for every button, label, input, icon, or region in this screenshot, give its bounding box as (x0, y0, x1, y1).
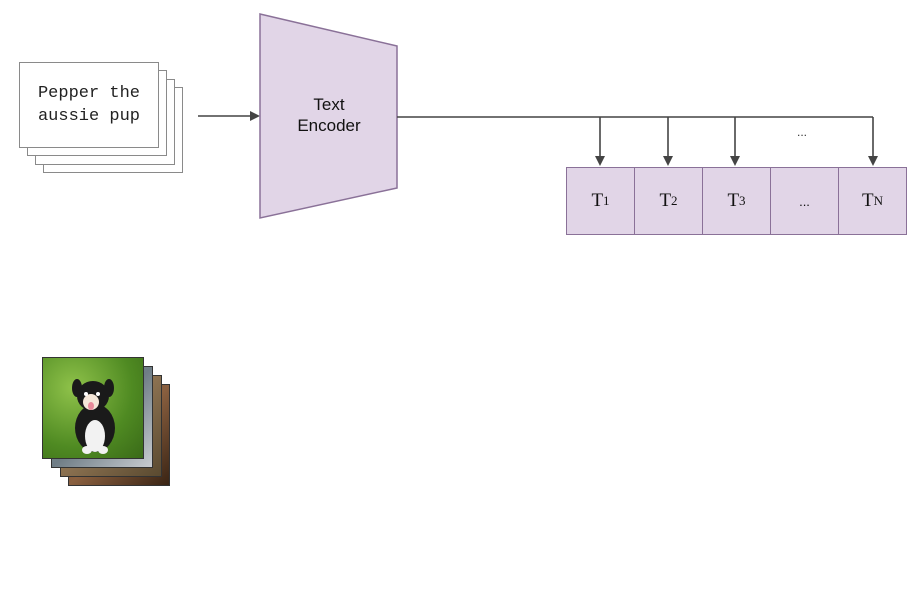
token-ellipsis: ... (770, 167, 839, 235)
text-encoder-label: Text Encoder (297, 95, 361, 135)
caption-text: Pepper the aussie pup (37, 84, 141, 126)
arrow-ellipsis: ... (796, 125, 807, 139)
puppy-icon (72, 379, 115, 454)
text-encoder-shape (259, 13, 398, 219)
photo-card-front (42, 357, 144, 459)
caption-card-front: Pepper the aussie pup (19, 62, 159, 148)
